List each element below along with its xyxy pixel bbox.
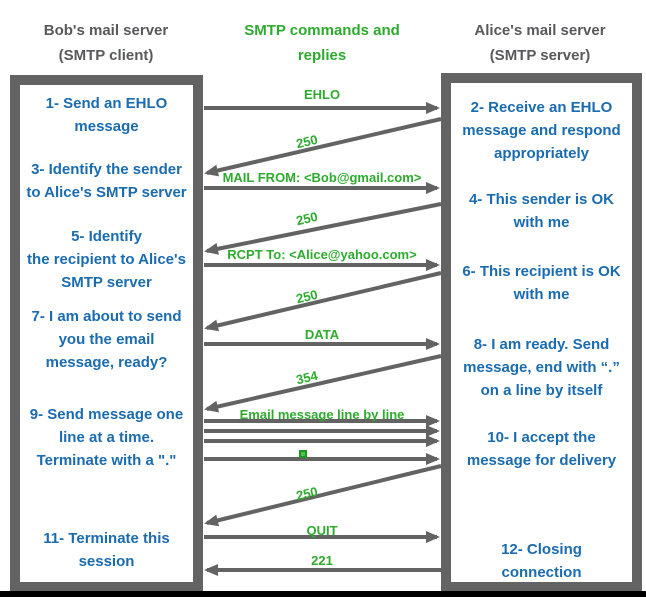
server-step-6: 6- This recipient is OK with me: [462, 263, 621, 303]
client-step-1: 1- Send an EHLO message: [45, 95, 168, 135]
client-header-line1: Bob's mail server: [43, 22, 169, 39]
client-header-line2: (SMTP client): [58, 47, 154, 64]
server-step-2: 2- Receive an EHLO message and respond a…: [462, 99, 621, 162]
commands-header: SMTP commands and replies: [203, 18, 441, 68]
commands-header-line1: SMTP commands and: [244, 22, 400, 39]
label-reply-221: 221: [311, 553, 333, 568]
client-box: 1- Send an EHLO message 3- Identify the …: [10, 75, 203, 592]
client-step-5: 5- Identify the recipient to Alice's SMT…: [27, 228, 186, 291]
label-ehlo: EHLO: [303, 87, 341, 102]
client-step-7: 7- I am about to send you the email mess…: [31, 308, 182, 371]
server-header-line2: (SMTP server): [489, 47, 591, 64]
client-step-9: 9- Send message one line at a time. Term…: [29, 406, 184, 469]
server-header-line1: Alice's mail server: [474, 22, 606, 39]
arrow-reply-250-4: [204, 464, 442, 527]
label-quit: QUIT: [306, 523, 338, 538]
server-step-10: 10- I accept the message for delivery: [466, 429, 617, 469]
dot-icon: [299, 450, 307, 458]
arrow-reply-354: [204, 354, 442, 413]
arrow-reply-250-1: [204, 117, 442, 177]
server-header: Alice's mail server (SMTP server): [434, 18, 646, 68]
server-step-8: 8- I am ready. Send message, end with “.…: [463, 336, 620, 399]
label-email-message: Email message line by line: [239, 407, 405, 422]
client-header: Bob's mail server (SMTP client): [0, 18, 212, 68]
server-box: 2- Receive an EHLO message and respond a…: [441, 73, 642, 592]
label-mail-from: MAIL FROM: <Bob@gmail.com>: [222, 170, 422, 185]
commands-header-line2: replies: [297, 47, 347, 64]
client-step-11: 11- Terminate this session: [43, 530, 170, 570]
server-step-12: 12- Closing connection: [501, 541, 582, 581]
bottom-bar: [0, 591, 646, 597]
label-rcpt-to: RCPT To: <Alice@yahoo.com>: [227, 247, 417, 262]
arrow-reply-250-2: [204, 202, 442, 255]
server-step-4: 4- This sender is OK with me: [468, 191, 615, 231]
label-data: DATA: [304, 327, 340, 342]
arrow-reply-250-3: [204, 271, 442, 332]
client-step-3: 3- Identify the sender to Alice's SMTP s…: [26, 161, 187, 201]
